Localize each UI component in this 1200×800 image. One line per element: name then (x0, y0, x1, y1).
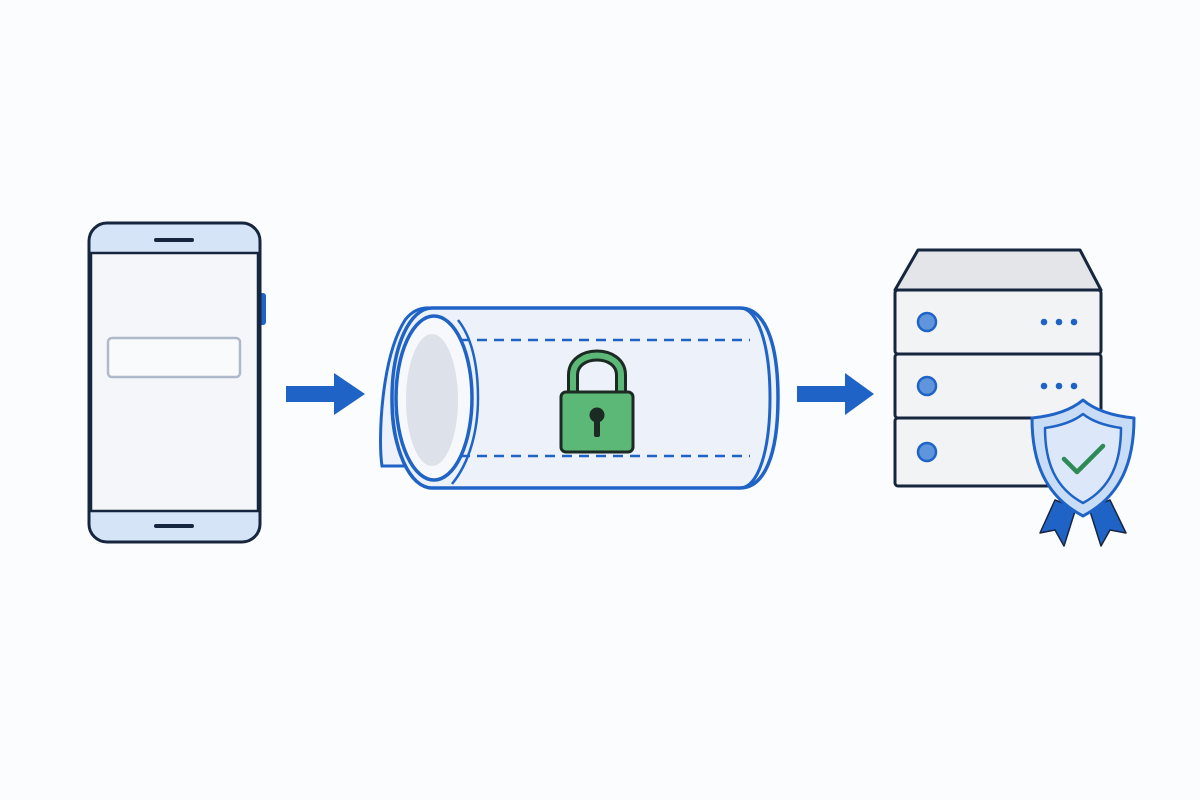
server-led-1 (916, 311, 938, 333)
tunnel-right-end (739, 306, 772, 490)
arrow-right-icon (286, 373, 365, 415)
server-led-3 (916, 441, 938, 463)
phone-text-field (106, 336, 242, 379)
verified-shield-icon (1030, 398, 1136, 547)
tunnel-opening-shadow (406, 334, 458, 466)
arrow-head (845, 373, 874, 415)
phone-screen (89, 251, 260, 513)
padlock-keyhole-slot (594, 417, 600, 437)
padlock-shackle-inner (570, 352, 624, 397)
padlock-keyhole (589, 407, 605, 423)
shield-inner (1043, 412, 1123, 505)
server-top (893, 248, 1103, 292)
server-led-2 (916, 375, 938, 397)
server-status-dots-1 (1040, 318, 1078, 326)
arrow-shaft (797, 386, 847, 402)
arrow-right-icon (797, 373, 874, 415)
arrow-head (334, 373, 365, 415)
smartphone-icon (87, 221, 266, 544)
padlock-icon (559, 349, 635, 454)
checkmark-icon (1061, 443, 1106, 475)
arrow-shaft (286, 386, 336, 402)
server-status-dots-2 (1040, 382, 1078, 390)
